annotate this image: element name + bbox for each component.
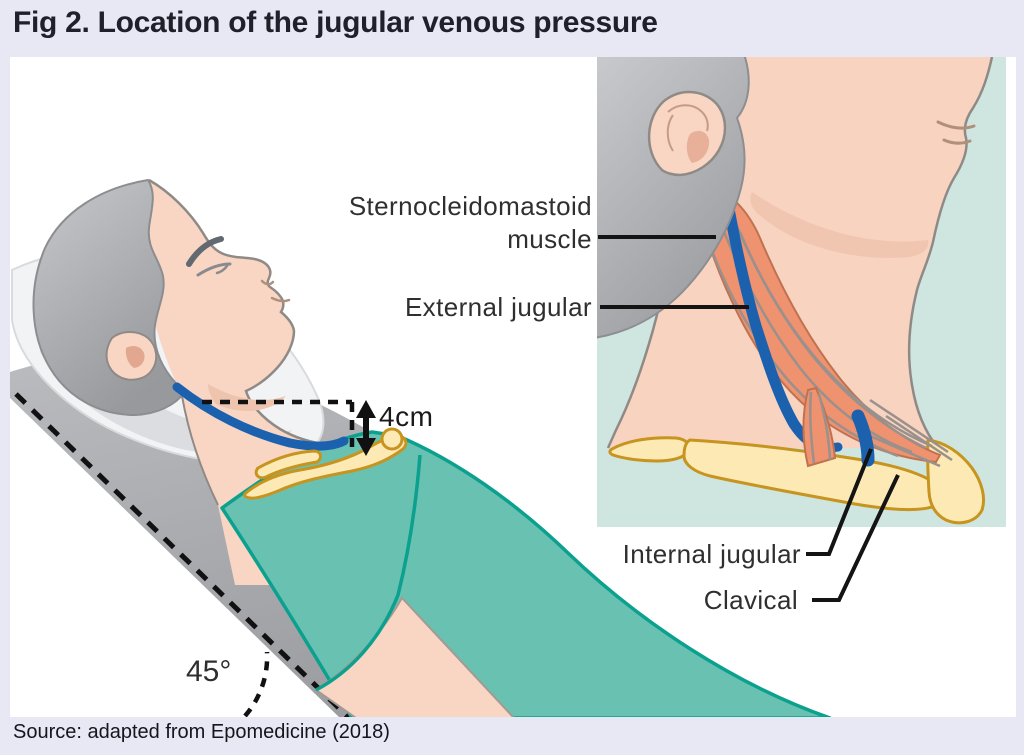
eyelash: [215, 264, 229, 275]
label-sternocleidomastoid-line2: muscle: [507, 224, 592, 254]
inset-bundle-striations: [808, 391, 832, 464]
label-sternocleidomastoid: Sternocleidomastoid muscle: [349, 190, 592, 256]
label-sternocleidomastoid-line1: Sternocleidomastoid: [348, 191, 592, 221]
inset-clavicle-bone: [608, 436, 986, 525]
nostril: [260, 279, 275, 286]
label-clavical: Clavical: [703, 585, 798, 615]
gown-sleeve-seam: [315, 454, 422, 692]
inset-ear-antihelix: [666, 114, 674, 152]
inset-ear-helix: [667, 104, 709, 132]
label-internal-jugular: Internal jugular: [622, 539, 801, 569]
measure-arrow: [356, 400, 376, 456]
jugular-vein-main: [172, 382, 349, 451]
face-profile-outline: [148, 178, 331, 447]
inset-jaw-shadow: [750, 192, 929, 258]
eyebrow: [186, 236, 224, 267]
mouth: [270, 296, 291, 303]
bed-incline-dashed-line: [14, 392, 352, 717]
inset-upper-lip-line: [936, 120, 976, 130]
inset-ear-notch: [686, 130, 710, 163]
inset-ear: [647, 90, 727, 177]
pillow-shadow: [40, 298, 292, 454]
ear-inner: [125, 345, 145, 368]
figure-title: Fig 2. Location of the jugular venous pr…: [13, 6, 658, 39]
leader-internal-jugular: [806, 448, 873, 556]
main-scene: [10, 178, 832, 717]
inset-lower-lip-line: [942, 138, 972, 145]
neck-back-outline: [181, 395, 219, 506]
angle-arc: [243, 651, 270, 717]
leader-lines: [598, 235, 900, 602]
inset-scene: [597, 57, 1006, 527]
label-external-jugular: External jugular: [404, 292, 592, 322]
label-4cm-measurement: 4cm: [379, 401, 434, 432]
source-attribution: Source: adapted from Epomedicine (2018): [13, 721, 390, 743]
leader-clavical: [812, 474, 900, 602]
label-45-degree-angle: 45°: [186, 655, 232, 688]
inset-chin-profile-outline: [907, 57, 994, 449]
closed-eye: [196, 262, 232, 277]
patient-arm: [314, 596, 515, 717]
